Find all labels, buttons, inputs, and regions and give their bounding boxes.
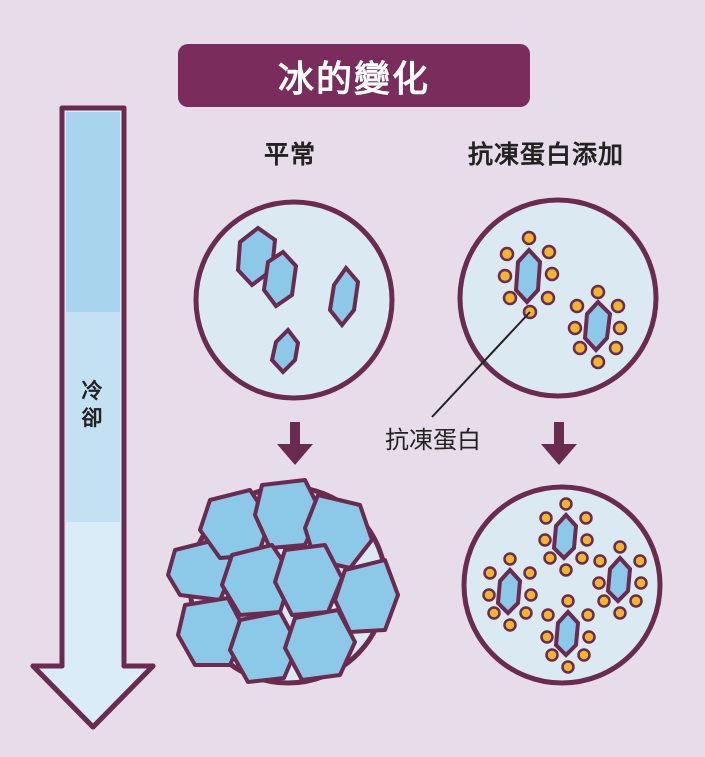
protein-crystal [482, 552, 538, 632]
callout-line [431, 311, 531, 418]
circle-normal-before [193, 199, 395, 401]
cooling-arrow [30, 105, 156, 730]
title-text: 冰的變化 [277, 58, 430, 100]
protein-crystal [497, 230, 560, 320]
cooling-label: 冷卻 [81, 379, 103, 430]
ice-crystal [327, 264, 361, 329]
protein-crystal [540, 594, 596, 674]
ice-crystal [269, 326, 301, 375]
down-arrow-left [277, 422, 313, 465]
title-banner: 冰的變化 [178, 44, 530, 107]
protein-crystal [567, 284, 628, 370]
ice-crystal [283, 608, 357, 682]
circle-antifreeze-before [457, 197, 659, 399]
ice-crystal [261, 249, 299, 309]
ice-crystal [253, 478, 322, 550]
protein-crystal [592, 540, 648, 620]
circle-antifreeze-after [461, 484, 663, 686]
column-label-antifreeze: 抗凍蛋白添加 [468, 140, 625, 169]
protein-crystal [538, 497, 594, 577]
circle-normal-after [166, 478, 400, 686]
down-arrow-right [541, 422, 577, 465]
ice-crystal [273, 543, 344, 617]
column-label-normal: 平常 [264, 140, 317, 169]
ice-crystal [228, 610, 300, 684]
callout-label: 抗凍蛋白 [385, 426, 481, 454]
